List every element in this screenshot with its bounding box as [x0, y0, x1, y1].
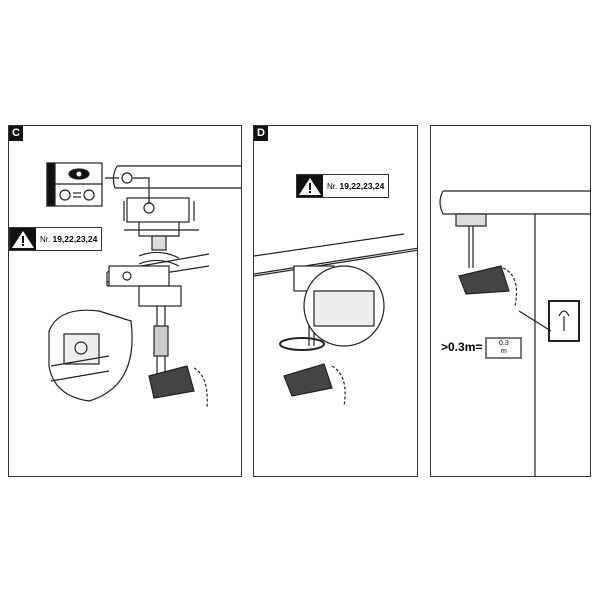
- distance-illustration: [439, 190, 590, 476]
- warning-icon: [10, 228, 36, 250]
- equals-sign: =: [475, 340, 483, 354]
- warning-icon: [297, 175, 323, 197]
- panel-label: C: [9, 126, 23, 141]
- panel-distance: >0.3m= 0.3 m: [430, 125, 591, 477]
- distance-label: >0.3m=: [441, 340, 482, 354]
- warning-notice: Nr. 19,22,23,24: [296, 174, 390, 198]
- warning-prefix: Nr.: [40, 235, 51, 244]
- distance-icon: 0.3 m: [499, 340, 509, 356]
- ground-icon: [59, 189, 71, 201]
- track-adapter-illustration: [46, 162, 241, 409]
- adjustment-illustration: [254, 233, 417, 407]
- warning-notice: Nr. 19,22,23,24: [9, 227, 103, 251]
- distance-value: >0.3m: [441, 340, 476, 354]
- icon-unit: m: [500, 348, 507, 355]
- warning-prefix: Nr.: [327, 182, 338, 191]
- panel-label: D: [254, 126, 268, 141]
- panel-c: C Nr. 19,22,: [8, 125, 242, 477]
- warning-numbers: 19,22,23,24: [339, 181, 385, 191]
- warning-numbers: 19,22,23,24: [52, 234, 98, 244]
- panel-d: D Nr. 19,22,23,24: [253, 125, 418, 477]
- icon-value: 0.3: [499, 340, 509, 347]
